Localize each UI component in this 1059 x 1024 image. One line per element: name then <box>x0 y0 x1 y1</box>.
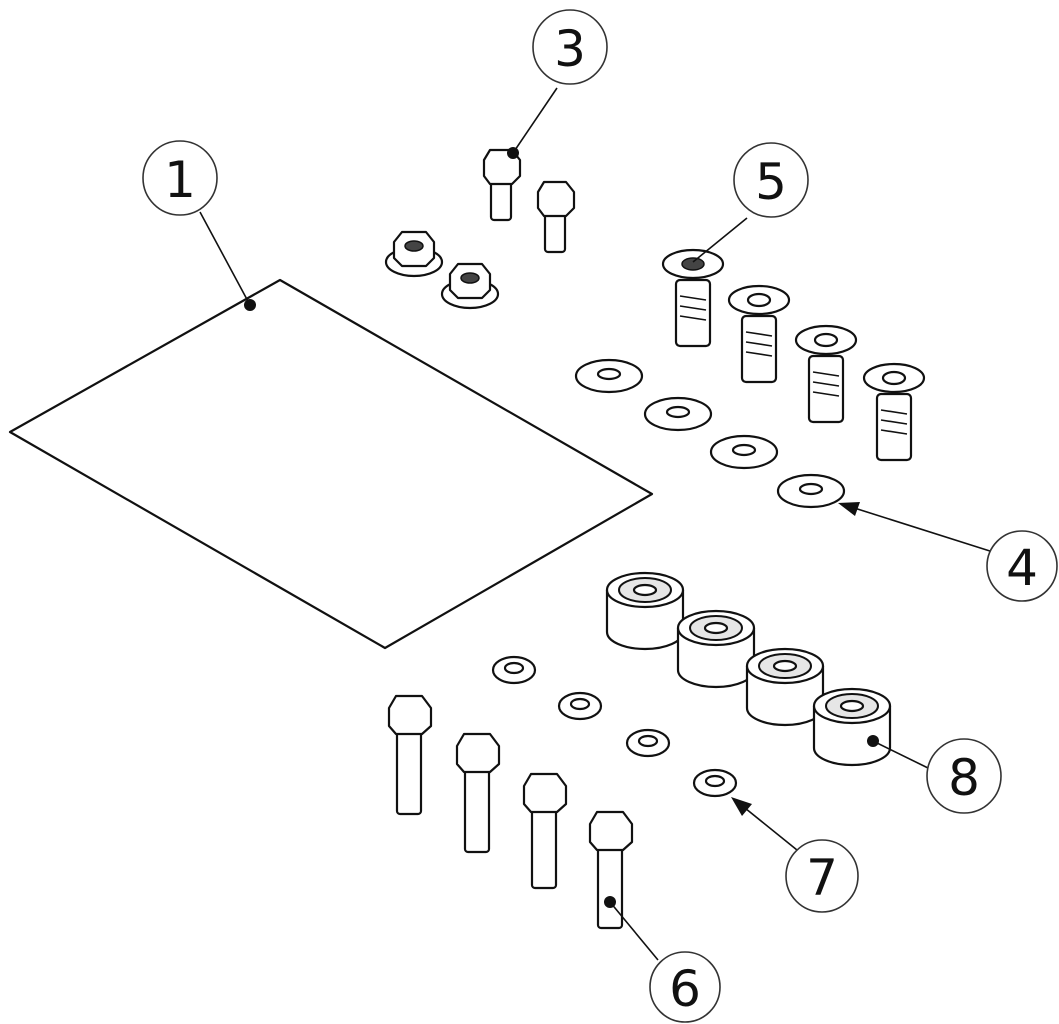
part-flat-washer-4 <box>776 473 846 509</box>
part-small-hex-bolt-1 <box>482 147 522 222</box>
leader-6 <box>609 901 659 961</box>
part-flange-nut-2 <box>440 262 500 310</box>
part-long-hex-bolt-4 <box>588 810 634 930</box>
part-bushing-4 <box>812 687 892 767</box>
part-bushing-1 <box>605 571 685 651</box>
leader-4 <box>847 505 994 553</box>
part-countersunk-screw-2 <box>727 284 791 384</box>
part-bushing-3 <box>745 647 825 727</box>
part-flat-washer-1 <box>574 358 644 394</box>
part-countersunk-screw-1 <box>661 248 725 348</box>
leader-5 <box>692 217 748 263</box>
balloon-3: 3 <box>532 9 608 85</box>
balloon-label: 3 <box>554 20 586 78</box>
leader-1 <box>199 211 251 306</box>
leader-lines <box>199 87 994 961</box>
part-flat-washer-2 <box>643 396 713 432</box>
part-long-hex-bolt-3 <box>522 772 568 890</box>
balloon-label: 5 <box>755 153 787 211</box>
part-lock-washer-1 <box>491 655 537 685</box>
balloon-label: 7 <box>806 849 838 907</box>
part-lock-washer-3 <box>625 728 671 758</box>
balloon-label: 6 <box>669 960 701 1018</box>
balloon-8: 8 <box>926 738 1002 814</box>
balloon-5: 5 <box>733 142 809 218</box>
arrowhead-7 <box>731 797 752 816</box>
balloon-6: 6 <box>649 951 721 1023</box>
part-lock-washer-2 <box>557 691 603 721</box>
part-long-hex-bolt-1 <box>387 694 433 816</box>
part-flat-washer-3 <box>709 434 779 470</box>
leader-7 <box>739 803 798 851</box>
balloon-1: 1 <box>142 140 218 216</box>
balloon-label: 1 <box>164 151 196 209</box>
balloon-label: 8 <box>948 749 980 807</box>
leader-3 <box>512 87 558 154</box>
part-lock-washer-4 <box>692 768 738 798</box>
arrowhead-4 <box>838 502 860 516</box>
part-countersunk-screw-3 <box>794 324 858 424</box>
part-plate <box>8 278 654 650</box>
part-flange-nut-1 <box>384 230 444 278</box>
part-countersunk-screw-4 <box>862 362 926 462</box>
balloon-label: 4 <box>1006 539 1038 597</box>
part-small-hex-bolt-2 <box>536 180 576 254</box>
part-long-hex-bolt-2 <box>455 732 501 854</box>
part-bushing-2 <box>676 609 756 689</box>
balloon-7: 7 <box>785 839 859 913</box>
balloon-4: 4 <box>986 530 1058 602</box>
leader-8 <box>872 740 929 769</box>
